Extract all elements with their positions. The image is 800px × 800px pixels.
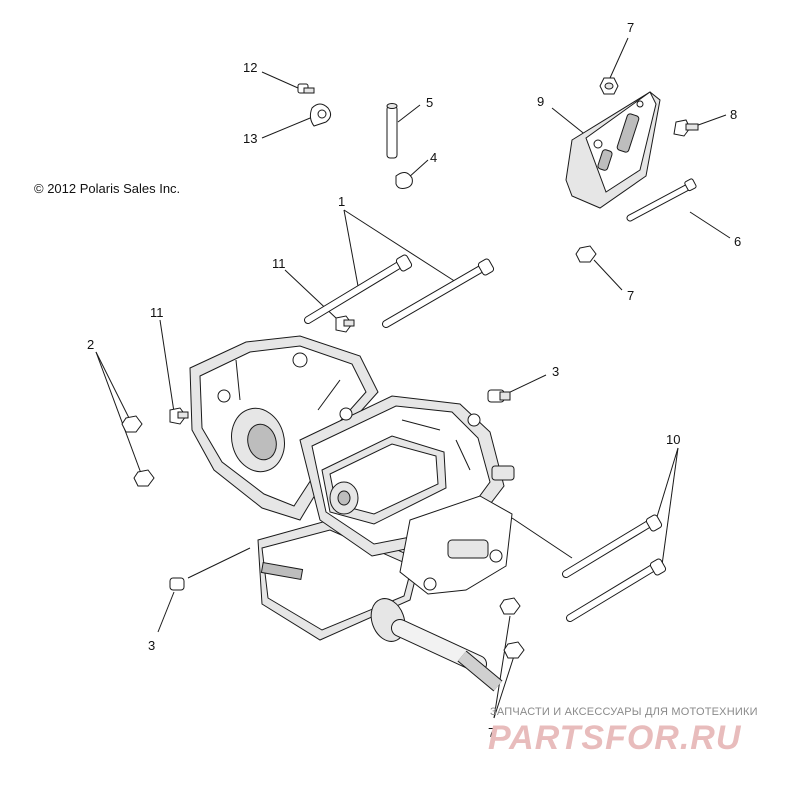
long-bolts-1 bbox=[304, 254, 495, 328]
callout-7-mid: 7 bbox=[627, 288, 634, 303]
bolt-12 bbox=[297, 83, 315, 94]
callout-2: 2 bbox=[87, 337, 94, 352]
bolt-3-left bbox=[169, 577, 185, 591]
callout-7-top: 7 bbox=[627, 20, 634, 35]
long-bolts-10 bbox=[562, 514, 667, 622]
callout-12: 12 bbox=[243, 60, 257, 75]
watermark-logo: PARTSFOR.RU bbox=[488, 719, 742, 757]
callout-13: 13 bbox=[243, 131, 257, 146]
clamp-4 bbox=[395, 172, 413, 189]
nut-7-top bbox=[599, 77, 619, 95]
bolt-8 bbox=[673, 119, 699, 137]
callout-labels: 12 13 5 4 7 9 8 6 7 1 11 11 2 3 10 3 7 bbox=[87, 20, 741, 740]
clip-13 bbox=[309, 103, 332, 127]
bolt-11-left bbox=[169, 407, 189, 425]
watermark-tagline: ЗАПЧАСТИ И АКСЕССУАРЫ ДЛЯ МОТОТЕХНИКИ bbox=[490, 706, 758, 718]
transmission-assembly bbox=[189, 335, 515, 692]
nuts-2 bbox=[121, 415, 155, 487]
nut-7-mid bbox=[575, 245, 597, 263]
nuts-7-bottom bbox=[499, 597, 525, 659]
callout-3-left: 3 bbox=[148, 638, 155, 653]
callout-7-bottom: 7 bbox=[488, 725, 495, 740]
callout-6: 6 bbox=[734, 234, 741, 249]
bolt-11-upper bbox=[335, 315, 355, 333]
bolt-3-right bbox=[487, 389, 511, 403]
callout-11-upper: 11 bbox=[272, 256, 286, 271]
callout-8: 8 bbox=[730, 107, 737, 122]
callout-3-right: 3 bbox=[552, 364, 559, 379]
callout-1: 1 bbox=[338, 194, 345, 209]
bracket-9 bbox=[565, 91, 661, 209]
bolt-6 bbox=[626, 178, 697, 222]
callout-5: 5 bbox=[426, 95, 433, 110]
copyright-notice: © 2012 Polaris Sales Inc. bbox=[34, 181, 181, 196]
leader-lines bbox=[95, 37, 731, 719]
callout-9: 9 bbox=[537, 94, 544, 109]
callout-11-left: 11 bbox=[150, 305, 164, 320]
callout-10: 10 bbox=[666, 432, 680, 447]
pin-5 bbox=[386, 103, 398, 159]
callout-4: 4 bbox=[430, 150, 437, 165]
